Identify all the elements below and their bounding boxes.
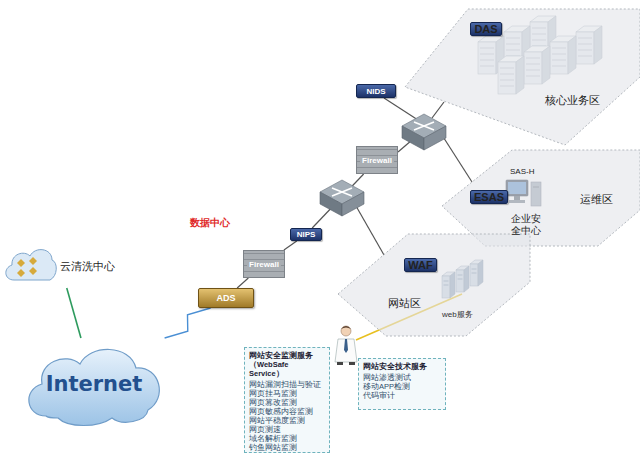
service-box: 网站安全监测服务 （WebSafe Service） 网站漏洞扫描与验证网页挂马监… <box>244 347 330 453</box>
device-box: ESAS <box>470 190 508 204</box>
node-label: WAF <box>408 259 432 271</box>
service-item: 网站渗透测试 <box>363 373 441 382</box>
device-label: web服务 <box>442 309 473 320</box>
service-item: 网站平稳度监测 <box>249 416 325 425</box>
area-title: 数据中心 <box>190 216 230 230</box>
device-box: DAS <box>470 22 502 36</box>
node-label: DAS <box>474 23 497 35</box>
node-label: ESAS <box>474 191 504 203</box>
node-label: Firewall <box>360 156 394 165</box>
service-item: 网页敏感内容监测 <box>249 407 325 416</box>
service-item: 网站漏洞扫描与验证 <box>249 380 325 389</box>
zone-label: 核心业务区 <box>545 93 600 108</box>
service-item: 钓鱼网站监测 <box>249 443 325 452</box>
zone-label: 网站区 <box>388 296 421 311</box>
link-line <box>312 174 363 228</box>
firewall-box: Firewall <box>243 250 285 278</box>
service-item: 网页篡改监测 <box>249 398 325 407</box>
device-box: NIDS <box>356 84 396 98</box>
zone-label: 运维区 <box>580 192 613 207</box>
device-box: WAF <box>404 258 437 272</box>
service-item: 网页挂马监测 <box>249 389 325 398</box>
zone-panel: 网站区 WAF <box>336 232 532 338</box>
link-line <box>237 278 248 288</box>
service-box: 网站安全技术服务网站渗透测试移动APP检测代码审计 <box>358 358 446 410</box>
device-box: ADS <box>198 288 254 308</box>
zone-outline <box>400 5 640 155</box>
firewall-box: Firewall <box>356 146 398 174</box>
node-label: 云清洗中心 <box>60 259 115 274</box>
node-label: Internet <box>46 372 143 396</box>
device-label: SAS-H <box>510 167 534 176</box>
service-heading: 网站安全监测服务 （WebSafe Service） <box>249 351 325 378</box>
node-label: Firewall <box>247 260 281 269</box>
service-item: 域名解析监测 <box>249 434 325 443</box>
device-label: 企业安全中心 <box>511 213 543 237</box>
zone-panel: 核心业务区 DAS <box>400 5 640 155</box>
cloud-node: Internet <box>18 338 170 430</box>
node-label: NIDS <box>366 87 385 96</box>
service-item: 移动APP检测 <box>363 382 441 391</box>
service-heading: 网站安全技术服务 <box>363 362 441 371</box>
device-box: NIPS <box>290 228 322 241</box>
node-label: ADS <box>216 293 235 303</box>
service-item: 网页测速 <box>249 425 325 434</box>
wireless-link <box>165 308 211 338</box>
node-label: NIPS <box>297 230 316 239</box>
link-line <box>67 288 81 338</box>
link-line <box>284 241 297 250</box>
cloud-node: 云清洗中心 <box>2 244 119 288</box>
service-item: 代码审计 <box>363 391 441 400</box>
zone-outline <box>336 232 532 338</box>
